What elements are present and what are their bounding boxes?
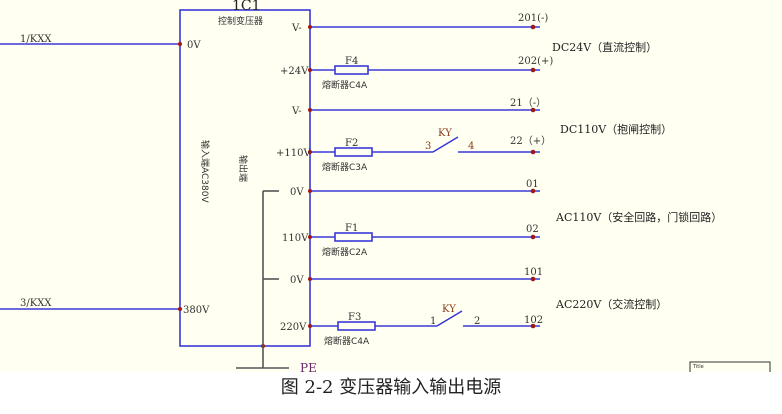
wire-number: 01 xyxy=(526,179,539,190)
fuses xyxy=(334,65,376,331)
fuse-desc: 熔断器C3A xyxy=(322,161,368,173)
fuse-label: F4 xyxy=(345,56,358,67)
fuse-f4 xyxy=(334,65,369,75)
terminal-label: 110V xyxy=(282,233,309,244)
wire-number: 101 xyxy=(524,267,543,278)
terminal-label: V- xyxy=(291,106,302,117)
drawing-background xyxy=(0,0,782,372)
title-block-label: Title xyxy=(692,364,704,370)
wire-number: 102 xyxy=(524,315,543,326)
fuse-label: F2 xyxy=(345,138,358,149)
switch-pin: 3 xyxy=(425,141,431,152)
caption-background xyxy=(0,372,782,414)
wire-number: 22（+） xyxy=(510,135,551,147)
figure-caption: 图 2-2 变压器输入输出电源 xyxy=(280,377,502,398)
wire-number: 02 xyxy=(526,224,539,235)
fuse-desc: 熔断器C2A xyxy=(322,246,368,258)
transformer-id: 1C1 xyxy=(232,0,261,14)
switch-label: KY xyxy=(438,128,452,139)
group-label: AC110V（安全回路，门锁回路） xyxy=(555,210,722,224)
fuse-f2 xyxy=(334,147,373,157)
input-terminal-2: 380V xyxy=(183,305,210,316)
group-label: DC24V（直流控制） xyxy=(552,40,657,54)
terminal-dots xyxy=(261,24,536,348)
output-wires xyxy=(310,26,540,327)
terminal-label: +110V xyxy=(276,148,311,159)
terminal-label: 0V xyxy=(290,275,304,286)
transformer-box xyxy=(179,9,311,347)
fuse-label: F1 xyxy=(345,223,358,234)
transformer-name: 控制变压器 xyxy=(218,15,263,27)
terminal-dot xyxy=(178,307,182,311)
switch-label: KY xyxy=(442,304,456,315)
input-terminal-1: 0V xyxy=(187,40,201,51)
terminal-label: +24V xyxy=(280,66,309,77)
group-label: AC220V（交流控制） xyxy=(555,297,667,311)
output-side-label: 输出端 xyxy=(237,155,249,182)
group-label: DC110V（抱闸控制） xyxy=(560,122,672,136)
fuse-f3 xyxy=(337,321,376,331)
pe-label: PE xyxy=(300,361,317,375)
input-label-2: 3/KXX xyxy=(20,298,52,309)
switch-pin: 1 xyxy=(430,316,436,327)
wire-number: 21（-） xyxy=(510,97,546,109)
terminal-dot xyxy=(178,42,182,46)
wire-number: 201(-) xyxy=(518,13,548,24)
switch-pin: 4 xyxy=(468,141,474,152)
terminal-label: 220V xyxy=(280,322,307,333)
input-side-label: 输入端AC380V xyxy=(199,140,211,203)
fuse-f1 xyxy=(334,232,373,242)
terminal-label: 0V xyxy=(290,187,304,198)
input-label-1: 1/KXX xyxy=(20,34,52,45)
fuse-label: F3 xyxy=(348,312,361,323)
switch-pin: 2 xyxy=(474,316,480,327)
fuse-desc: 熔断器C4A xyxy=(324,335,370,347)
pe-bus xyxy=(236,190,289,369)
fuse-desc: 熔断器C4A xyxy=(322,79,368,91)
wire-number: 202(+) xyxy=(518,56,553,67)
terminal-label: V- xyxy=(291,23,302,34)
